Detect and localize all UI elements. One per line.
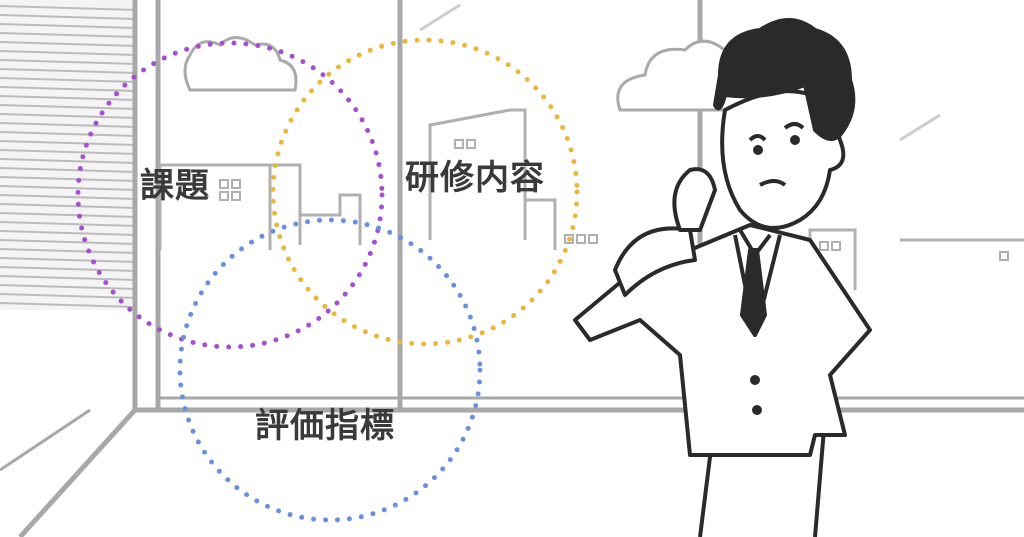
blind-slat — [0, 203, 136, 209]
blind-slat — [0, 212, 136, 218]
blind-slat — [0, 113, 136, 119]
blind-slat — [0, 257, 136, 263]
blind-slat — [0, 302, 136, 308]
label-evaluation-metrics: 評価指標 — [255, 406, 395, 446]
blind-slat — [0, 275, 136, 281]
blind-slat — [0, 131, 136, 137]
blind-slat — [0, 23, 136, 29]
blind-slat — [0, 239, 136, 245]
blind-slat — [0, 194, 136, 200]
blind-slat — [0, 41, 136, 47]
venn-diagram — [75, 37, 580, 523]
blind-slat — [0, 59, 136, 65]
blind-slat — [0, 104, 136, 110]
window-blinds — [0, 0, 137, 310]
blind-slat — [0, 77, 136, 83]
blind-slat — [0, 185, 136, 191]
blind-slat — [0, 167, 136, 173]
blind-slat — [0, 158, 136, 164]
worried-businessman — [573, 18, 872, 537]
venn-circle-issues — [75, 40, 385, 350]
blind-slat — [0, 14, 136, 20]
blind-slat — [0, 266, 136, 272]
blind-slat — [0, 293, 136, 299]
label-training-content: 研修内容 — [405, 158, 545, 198]
blind-slat — [0, 248, 136, 254]
blind-slat — [0, 176, 136, 182]
blind-slat — [0, 122, 136, 128]
venn-circle-evaluation-metrics — [177, 217, 483, 523]
blind-slat — [0, 221, 136, 227]
blind-slat — [0, 95, 136, 101]
blind-slat — [0, 32, 136, 38]
city-buildings — [158, 108, 1024, 290]
blind-slat — [0, 5, 136, 11]
label-issues: 課題 — [140, 166, 210, 206]
blind-slat — [0, 230, 136, 236]
blind-slat — [0, 68, 136, 74]
blind-slat — [0, 284, 136, 290]
blind-slat — [0, 140, 136, 146]
venn-circle-training-content — [270, 37, 580, 347]
blind-slat — [0, 149, 136, 155]
blind-slat — [0, 86, 136, 92]
blind-slat — [0, 50, 136, 56]
